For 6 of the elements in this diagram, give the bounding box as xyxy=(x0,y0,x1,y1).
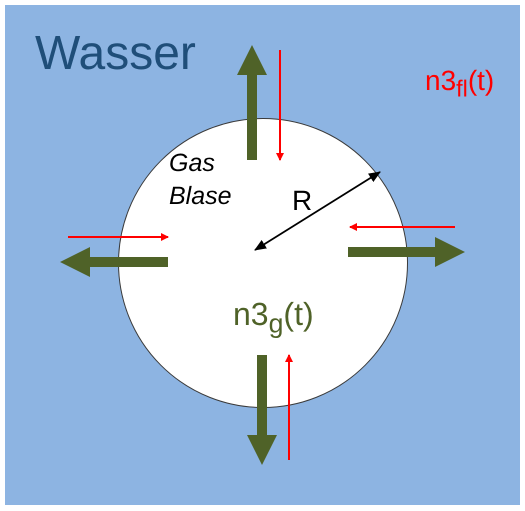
quantity-label: n3$_{fl}$(t) xyxy=(425,64,494,104)
region-label: Gas Blase xyxy=(169,148,233,212)
region-title: Wasser xyxy=(35,26,196,82)
quantity-label: n3$_{g}$(t) xyxy=(233,295,314,340)
radius-label: R xyxy=(292,185,312,217)
water-area xyxy=(5,5,520,505)
